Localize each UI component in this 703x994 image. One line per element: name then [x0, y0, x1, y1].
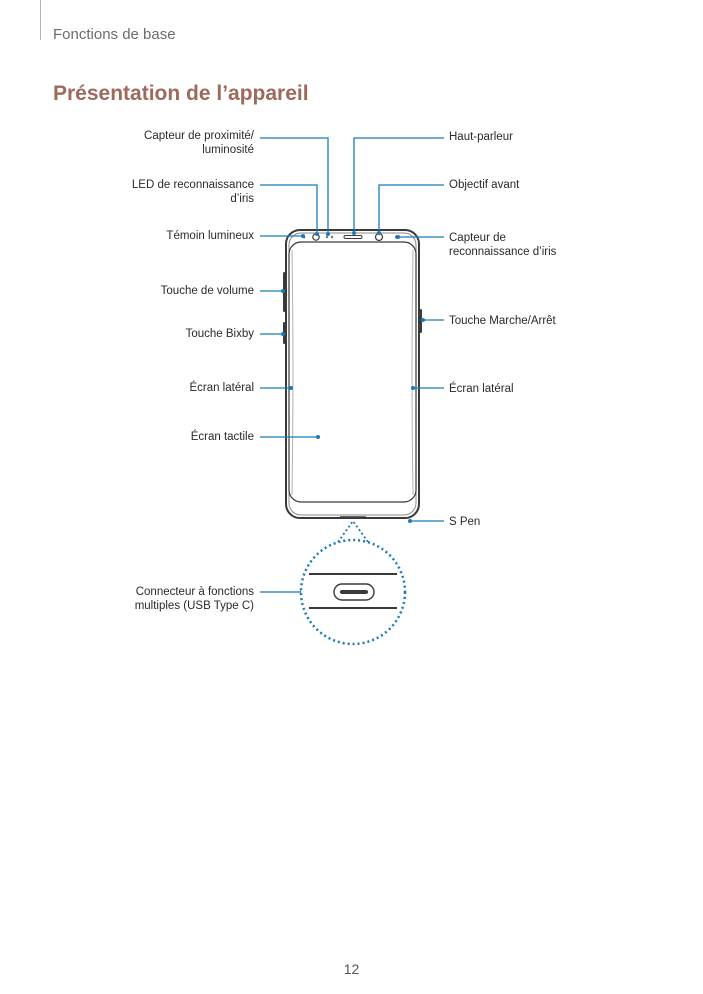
label-line: Connecteur à fonctions [135, 586, 254, 598]
label-usb-connector: Connecteur à fonctions multiples (USB Ty… [135, 585, 254, 613]
power-key [418, 309, 422, 333]
speaker-grille [343, 235, 363, 239]
bixby-key [283, 322, 287, 344]
label-line: multiples (USB Type C) [134, 600, 254, 612]
label-edge-screen-right: Écran latéral [449, 383, 514, 395]
volume-key [283, 272, 287, 312]
section-header: Fonctions de base [53, 26, 176, 43]
header-rule [40, 0, 41, 40]
label-proximity-sensor: Capteur de proximité/ luminosité [144, 129, 254, 157]
page-title: Présentation de l’appareil [53, 82, 309, 105]
label-line: d’iris [230, 193, 254, 205]
label-power-key: Touche Marche/Arrêt [449, 315, 556, 327]
label-line: Capteur de [449, 232, 506, 244]
label-line: luminosité [202, 144, 254, 156]
label-s-pen: S Pen [449, 516, 481, 528]
label-speaker: Haut-parleur [449, 131, 513, 143]
usb-zoom-callout [299, 519, 407, 646]
page-number: 12 [343, 961, 360, 977]
label-bixby-key: Touche Bixby [185, 328, 254, 340]
callout-lines [260, 137, 444, 593]
label-iris-led: LED de reconnaissance d’iris [132, 178, 254, 206]
label-front-camera: Objectif avant [449, 179, 520, 191]
phone-front [283, 229, 422, 519]
label-line: Capteur de proximité/ [144, 130, 254, 142]
label-line: LED de reconnaissance [131, 179, 254, 191]
label-touchscreen: Écran tactile [190, 431, 254, 443]
label-iris-camera: Capteur de reconnaissance d’iris [449, 231, 556, 259]
label-line: reconnaissance d’iris [449, 246, 557, 258]
label-led-indicator: Témoin lumineux [166, 230, 254, 242]
label-volume-key: Touche de volume [160, 285, 254, 297]
label-edge-screen-left: Écran latéral [189, 382, 254, 394]
